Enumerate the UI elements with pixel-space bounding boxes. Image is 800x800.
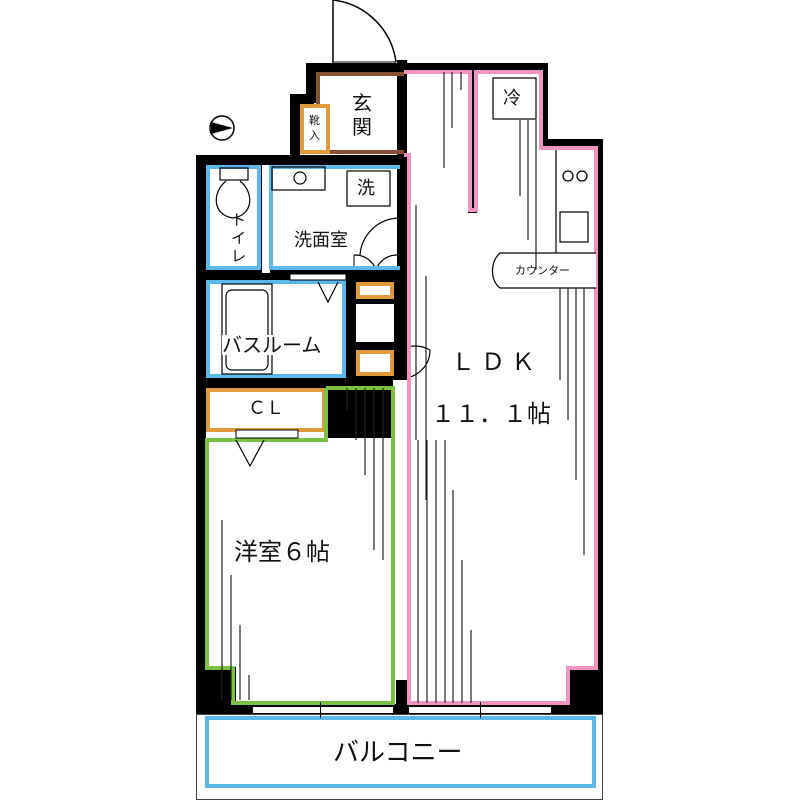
bathroom-label: バスルーム [222, 333, 322, 357]
storage-1[interactable] [356, 282, 394, 299]
closet-label: ＣＬ [248, 398, 284, 419]
storage-2[interactable] [356, 304, 394, 342]
counter-label: カウンター [515, 264, 570, 277]
toilet[interactable] [206, 165, 261, 270]
balcony-label: バルコニー [333, 738, 463, 768]
shoe-storage-label-2: 入 [309, 129, 320, 142]
washroom-label: 洗面室 [294, 230, 348, 251]
entrance-label-2: 関 [352, 115, 372, 139]
washer-label: 洗 [357, 178, 375, 199]
toilet-label-3: レ [231, 247, 247, 265]
window-western-room [252, 706, 394, 714]
toilet-label-1: ト [231, 211, 247, 229]
shoe-storage-label-1: 靴 [309, 114, 320, 127]
storage-3[interactable] [356, 350, 394, 376]
washroom[interactable] [269, 165, 400, 270]
toilet-label-2: イ [231, 229, 247, 247]
refrigerator-label: 冷 [503, 88, 521, 109]
entrance-label-1: 玄 [352, 91, 372, 115]
western-room-label: 洋室６帖 [234, 538, 330, 566]
shoe-storage[interactable] [300, 104, 330, 154]
ldk-label: ＬＤＫ [451, 348, 541, 376]
bathroom[interactable] [206, 280, 346, 378]
ldk-size-label: １１．１帖 [431, 400, 551, 428]
